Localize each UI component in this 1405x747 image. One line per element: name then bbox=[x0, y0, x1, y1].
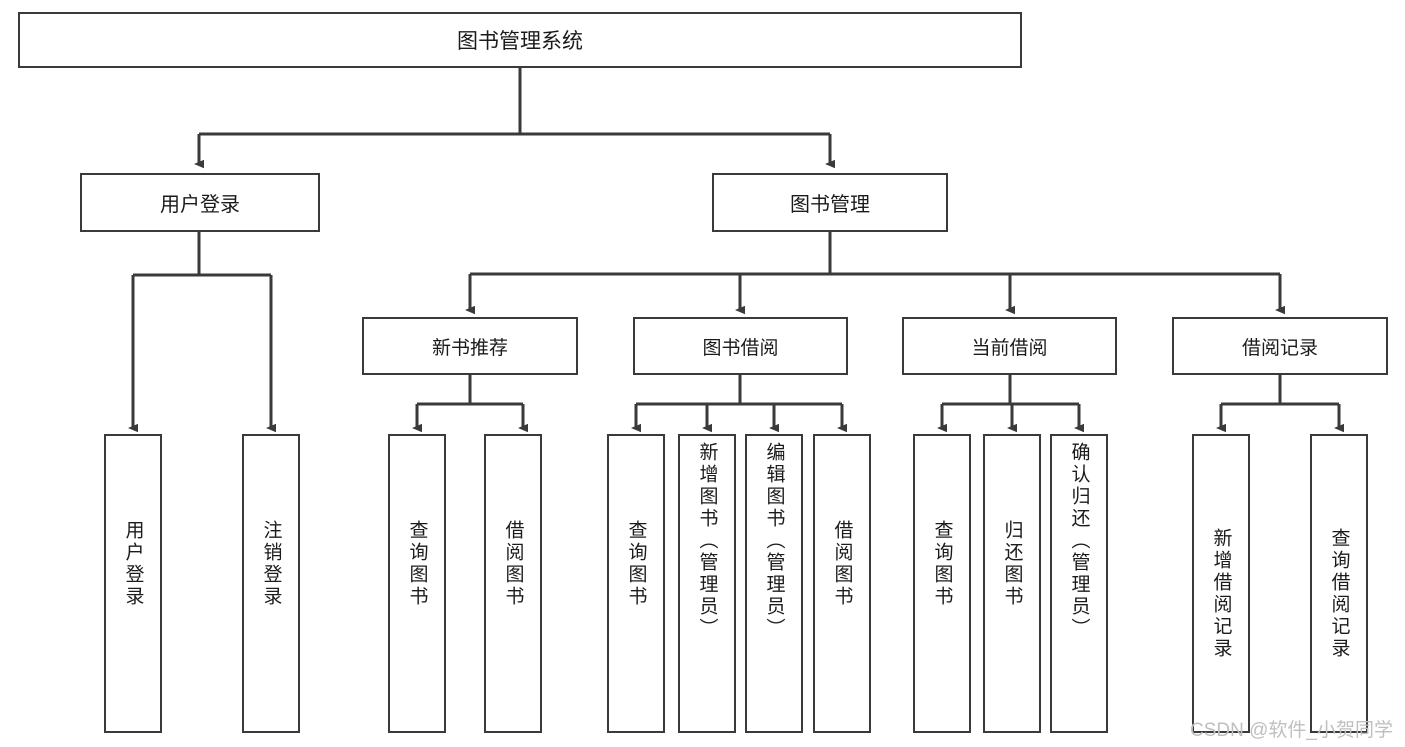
node-user-login[interactable]: 用户登录 bbox=[80, 173, 320, 232]
node-borrow-record[interactable]: 借阅记录 bbox=[1172, 317, 1388, 375]
leaf-label: 借阅图书 bbox=[831, 520, 853, 608]
leaf-label: 注销登录 bbox=[260, 520, 282, 608]
leaf-current-borrow-return[interactable]: 归还图书 bbox=[983, 434, 1041, 733]
node-borrow-record-label: 借阅记录 bbox=[1241, 337, 1318, 359]
leaf-book-borrow-query[interactable]: 查询图书 bbox=[607, 434, 665, 733]
leaf-current-borrow-query[interactable]: 查询图书 bbox=[913, 434, 971, 733]
node-current-borrow-label: 当前借阅 bbox=[971, 337, 1048, 359]
leaf-book-borrow-edit[interactable]: 编辑图书（管理员） bbox=[745, 434, 803, 733]
leaf-borrow-record-query[interactable]: 查询借阅记录 bbox=[1310, 434, 1368, 733]
leaf-label: 借阅图书 bbox=[502, 520, 524, 608]
node-book-borrow-label: 图书借阅 bbox=[702, 337, 779, 359]
node-new-book-recommend[interactable]: 新书推荐 bbox=[362, 317, 578, 375]
leaf-label: 编辑图书（管理员） bbox=[763, 442, 785, 640]
node-root-label: 图书管理系统 bbox=[457, 30, 583, 53]
leaf-current-borrow-confirm[interactable]: 确认归还（管理员） bbox=[1050, 434, 1108, 733]
node-user-login-label: 用户登录 bbox=[160, 194, 240, 216]
leaf-book-borrow-borrow[interactable]: 借阅图书 bbox=[813, 434, 871, 733]
leaf-label: 确认归还（管理员） bbox=[1068, 442, 1090, 640]
node-book-borrow[interactable]: 图书借阅 bbox=[633, 317, 848, 375]
leaf-label: 查询图书 bbox=[625, 520, 647, 608]
leaf-new-book-query[interactable]: 查询图书 bbox=[388, 434, 446, 733]
leaf-label: 归还图书 bbox=[1001, 520, 1023, 608]
csdn-watermark: CSDN @软件_小贺同学 bbox=[1190, 720, 1393, 741]
leaf-label: 查询借阅记录 bbox=[1328, 528, 1350, 660]
leaf-book-borrow-add[interactable]: 新增图书（管理员） bbox=[678, 434, 736, 733]
node-current-borrow[interactable]: 当前借阅 bbox=[902, 317, 1117, 375]
leaf-label: 查询图书 bbox=[406, 520, 428, 608]
node-root[interactable]: 图书管理系统 bbox=[18, 12, 1022, 68]
leaf-label: 新增图书（管理员） bbox=[696, 442, 718, 640]
leaf-label: 用户登录 bbox=[122, 520, 144, 608]
leaf-user-login-login[interactable]: 用户登录 bbox=[104, 434, 162, 733]
node-book-management-label: 图书管理 bbox=[790, 194, 870, 216]
leaf-borrow-record-add[interactable]: 新增借阅记录 bbox=[1192, 434, 1250, 733]
leaf-label: 新增借阅记录 bbox=[1210, 528, 1232, 660]
node-book-management[interactable]: 图书管理 bbox=[712, 173, 948, 232]
leaf-user-login-logout[interactable]: 注销登录 bbox=[242, 434, 300, 733]
node-new-book-recommend-label: 新书推荐 bbox=[431, 337, 508, 359]
leaf-new-book-borrow[interactable]: 借阅图书 bbox=[484, 434, 542, 733]
leaf-label: 查询图书 bbox=[931, 520, 953, 608]
